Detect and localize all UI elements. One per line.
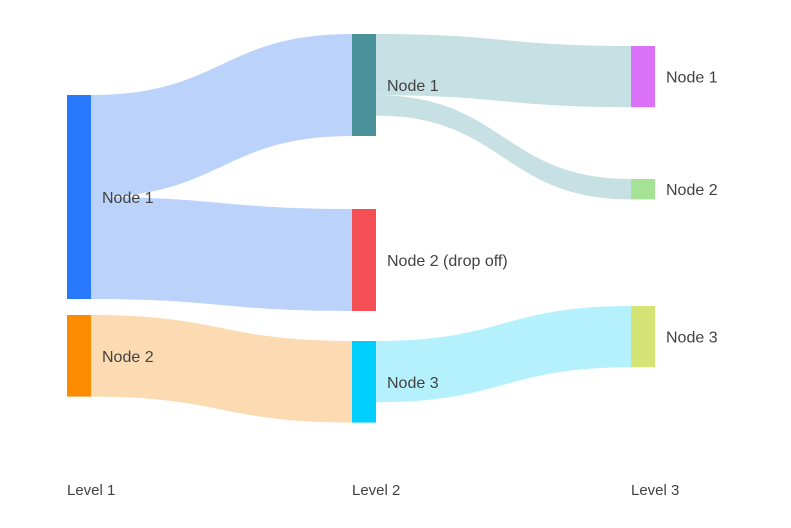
node-label-l3n3: Node 3 [666, 330, 718, 347]
node-l1n1 [67, 95, 91, 299]
node-l2n3 [352, 341, 376, 423]
link-l1n2-to-l2n3 [91, 315, 352, 423]
link-l1n1-to-l2n2 [91, 197, 352, 311]
node-label-l2n2: Node 2 (drop off) [387, 253, 508, 270]
link-l2n1-to-l3n1 [376, 34, 631, 108]
node-l3n2 [631, 179, 655, 200]
node-label-l3n1: Node 1 [666, 70, 718, 87]
nodes-layer [67, 34, 655, 423]
link-l2n3-to-l3n3 [376, 306, 631, 403]
node-l3n1 [631, 46, 655, 108]
node-l2n2 [352, 209, 376, 311]
links-layer [91, 34, 631, 423]
link-l2n1-to-l3n2 [376, 95, 631, 200]
link-l1n1-to-l2n1 [91, 34, 352, 197]
level-label-3: Level 3 [631, 482, 679, 499]
node-label-l2n3: Node 3 [387, 375, 439, 392]
node-label-l2n1: Node 1 [387, 78, 439, 95]
level-labels-layer: Level 1 Level 2 Level 3 [67, 482, 679, 499]
node-l3n3 [631, 306, 655, 368]
node-l2n1 [352, 34, 376, 136]
level-label-2: Level 2 [352, 482, 400, 499]
level-label-1: Level 1 [67, 482, 115, 499]
node-label-l3n2: Node 2 [666, 182, 718, 199]
node-l1n2 [67, 315, 91, 397]
node-label-l1n1: Node 1 [102, 190, 154, 207]
node-label-l1n2: Node 2 [102, 349, 154, 366]
node-labels-layer: Node 1 Node 2 Node 1 Node 2 (drop off) Node … [102, 70, 718, 392]
